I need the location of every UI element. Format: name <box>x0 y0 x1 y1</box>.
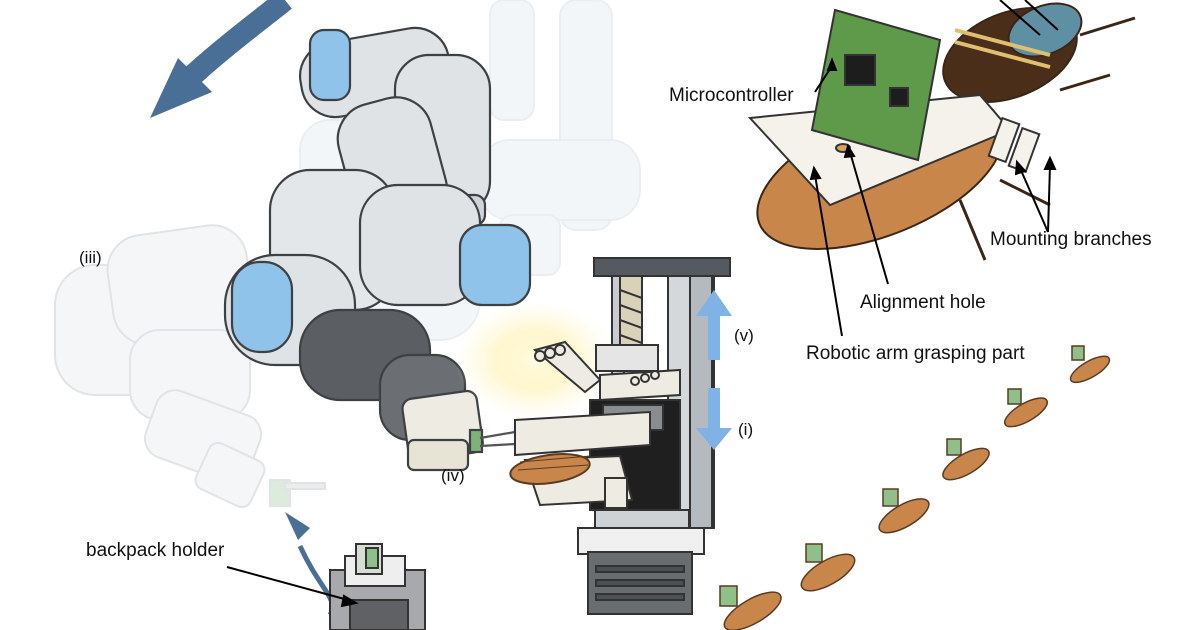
rotation-arrowhead <box>150 58 212 118</box>
top-leader-lines <box>999 0 1059 36</box>
insect-parade <box>719 345 1111 630</box>
light-glow <box>455 300 615 420</box>
robotic-arm <box>223 26 532 472</box>
label-alignment-hole: Alignment hole <box>860 292 986 313</box>
label-step-iv: (iv) <box>441 466 465 485</box>
label-mounting-branches: Mounting branches <box>990 229 1152 250</box>
leader-lines <box>226 57 1057 608</box>
backpack-holder-device <box>285 512 426 630</box>
stage-insect <box>509 453 591 485</box>
label-step-v: (v) <box>734 326 754 345</box>
label-step-iii: (iii) <box>79 248 102 267</box>
rotation-arrow <box>182 0 292 87</box>
down-arrow <box>696 388 732 450</box>
ghost-arm-left <box>54 224 326 509</box>
up-arrow <box>696 290 732 360</box>
label-microcontroller: Microcontroller <box>669 85 794 106</box>
label-robotic-arm-grasping-part: Robotic arm grasping part <box>806 343 1025 364</box>
label-backpack-holder: backpack holder <box>86 540 225 561</box>
label-step-i: (i) <box>738 420 754 439</box>
